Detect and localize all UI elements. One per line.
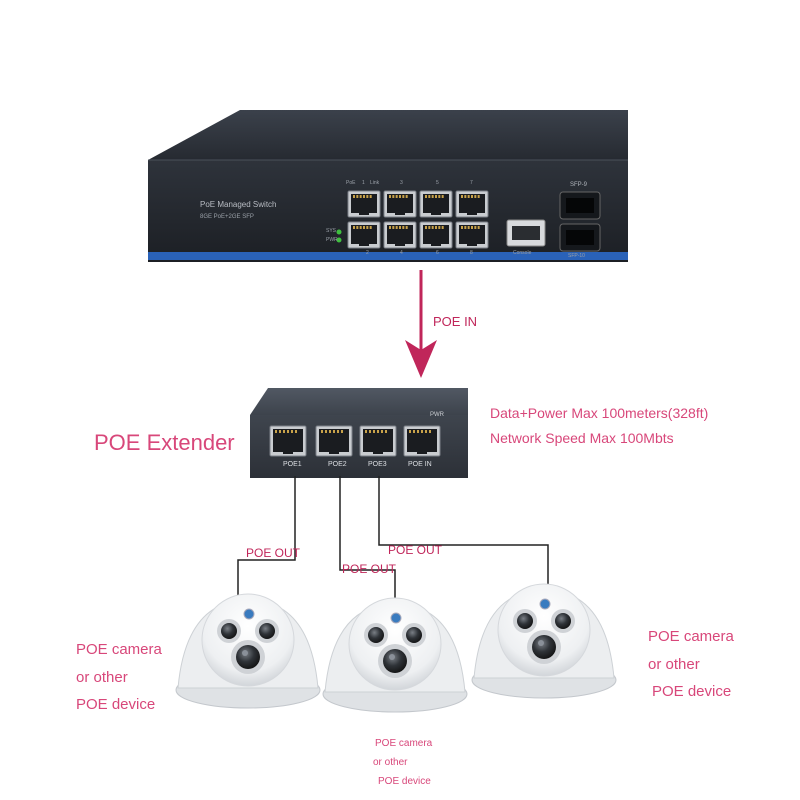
sys-label: SYS xyxy=(326,228,337,234)
sfp-ports xyxy=(559,191,601,252)
bottom-device-line2: or other xyxy=(373,757,408,768)
spec-distance: Data+Power Max 100meters(328ft) xyxy=(490,405,709,421)
switch-port-2 xyxy=(347,221,381,249)
right-device-line3: POE device xyxy=(652,683,732,700)
extender-name: POE Extender xyxy=(94,430,235,455)
switch-subtitle: 8GE PoE+2GE SFP xyxy=(200,214,254,220)
switch-port-8 xyxy=(455,221,489,249)
sfp9-label: SFP-9 xyxy=(570,182,588,188)
switch-port-label-poe: PoE xyxy=(346,180,356,186)
poe-in-label: POE IN xyxy=(433,314,478,329)
cables xyxy=(237,476,549,598)
poe-out-label-3: POE OUT xyxy=(388,543,443,557)
switch-port-label-7: 7 xyxy=(470,180,473,186)
switch-port-6 xyxy=(419,221,453,249)
switch-port-5 xyxy=(419,190,453,218)
switch-port-label-4: 4 xyxy=(400,250,403,256)
cameras xyxy=(175,583,617,713)
extender-pwr-label: PWR xyxy=(430,412,444,418)
left-device-line2: or other xyxy=(76,669,128,686)
switch-port-7 xyxy=(455,190,489,218)
bottom-device-line1: POE camera xyxy=(375,738,433,749)
camera-center xyxy=(322,597,468,713)
sfp10-label: SFP-10 xyxy=(568,253,585,259)
right-device-line2: or other xyxy=(648,656,700,673)
console-label: Console xyxy=(513,250,532,256)
cable-poe3 xyxy=(378,476,549,586)
switch-port-label-2: 2 xyxy=(366,250,369,256)
extender-ports xyxy=(269,425,441,457)
switch-title: PoE Managed Switch xyxy=(200,200,277,209)
extender-port-1 xyxy=(269,425,307,457)
switch-port-label-6: 6 xyxy=(436,250,439,256)
cable-poe2 xyxy=(339,476,396,598)
poe-out-label-1: POE OUT xyxy=(246,546,301,560)
pwr-label: PWR xyxy=(326,237,338,243)
right-device-line1: POE camera xyxy=(648,628,734,645)
cable-poe1 xyxy=(237,476,296,598)
switch-port-3 xyxy=(383,190,417,218)
console-port xyxy=(506,219,546,247)
switch-blue-stripe xyxy=(148,252,628,260)
switch-port-label-3: 3 xyxy=(400,180,403,186)
switch-port-label-link: Link xyxy=(370,180,380,186)
extender-port-label-poe3: POE3 xyxy=(368,461,387,468)
bottom-device-line3: POE device xyxy=(378,776,431,787)
extender-port-2 xyxy=(315,425,353,457)
switch-port-label-5: 5 xyxy=(436,180,439,186)
left-device-line1: POE camera xyxy=(76,641,162,658)
camera-left xyxy=(175,593,321,709)
pwr-led xyxy=(336,237,342,243)
extender-port-4 xyxy=(403,425,441,457)
extender-port-3 xyxy=(359,425,397,457)
poe-out-label-2: POE OUT xyxy=(342,562,397,576)
switch-port-label-8: 8 xyxy=(470,250,473,256)
left-device-line3: POE device xyxy=(76,696,156,713)
switch-port-label-1: 1 xyxy=(362,180,365,186)
switch-port-4 xyxy=(383,221,417,249)
sys-led xyxy=(336,229,342,235)
poe-in-arrow xyxy=(405,270,437,378)
poe-switch xyxy=(148,110,628,262)
extender-port-label-poe2: POE2 xyxy=(328,461,347,468)
poe-extender xyxy=(250,388,468,478)
spec-speed: Network Speed Max 100Mbts xyxy=(490,430,674,446)
switch-ports xyxy=(347,190,489,249)
extender-port-label-poe1: POE1 xyxy=(283,461,302,468)
switch-port-1 xyxy=(347,190,381,218)
extender-port-label-poe-in: POE IN xyxy=(408,461,432,468)
camera-right xyxy=(471,583,617,699)
